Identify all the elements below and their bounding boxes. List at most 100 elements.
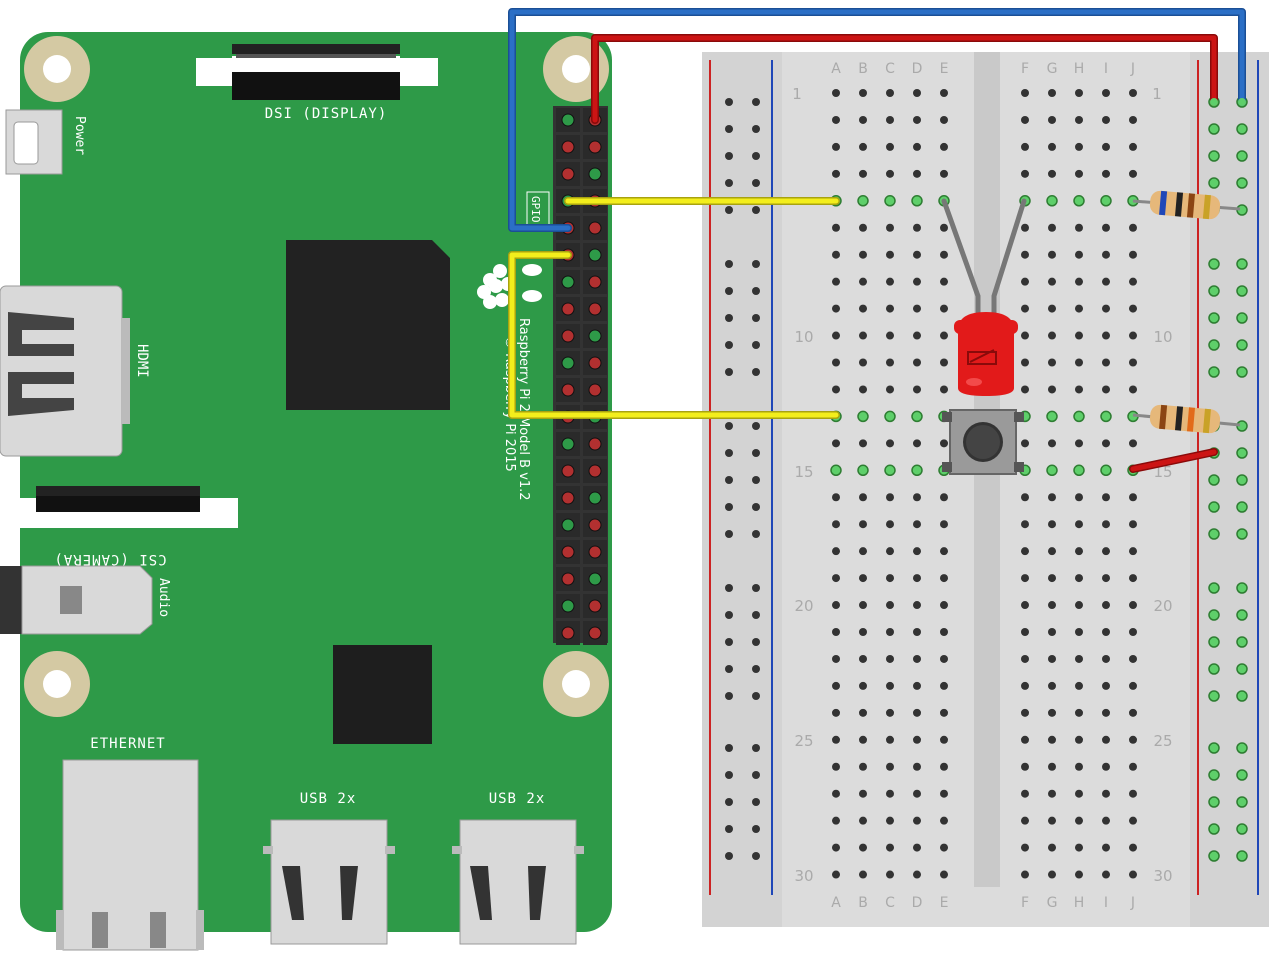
rail-hole-right bbox=[1208, 366, 1220, 378]
breadboard-hole bbox=[1075, 169, 1083, 178]
breadboard-hole bbox=[832, 816, 840, 825]
usb1-label: USB 2x bbox=[300, 791, 357, 807]
breadboard-hole bbox=[886, 358, 894, 367]
breadboard-hole bbox=[913, 735, 921, 744]
breadboard-hole bbox=[832, 520, 840, 529]
col-letter-c-bottom: C bbox=[885, 895, 895, 911]
rail-hole-left bbox=[725, 287, 733, 295]
breadboard-hole bbox=[1075, 708, 1083, 717]
breadboard-hole bbox=[886, 762, 894, 771]
rail-hole-left bbox=[752, 368, 760, 376]
breadboard-hole bbox=[859, 789, 867, 798]
rail-hole-left bbox=[725, 744, 733, 752]
breadboard-hole bbox=[1129, 789, 1137, 798]
breadboard-hole bbox=[1129, 681, 1137, 690]
breadboard-hole bbox=[859, 385, 867, 394]
breadboard-hole bbox=[913, 89, 921, 97]
row-number-1-left: 1 bbox=[792, 85, 802, 103]
breadboard-hole bbox=[832, 385, 840, 394]
breadboard-hole bbox=[1102, 547, 1110, 556]
gpio-pin bbox=[588, 356, 602, 370]
breadboard-hole bbox=[913, 304, 921, 313]
breadboard-hole bbox=[1075, 681, 1083, 690]
row-number-20-right: 20 bbox=[1153, 597, 1172, 615]
breadboard-hole bbox=[1129, 250, 1137, 259]
breadboard-hole bbox=[1102, 385, 1110, 394]
breadboard-hole bbox=[1102, 493, 1110, 502]
gpio-pin bbox=[561, 518, 575, 532]
col-letter-i-bottom: I bbox=[1104, 895, 1108, 911]
breadboard-hole bbox=[940, 89, 948, 97]
breadboard-hole bbox=[1075, 843, 1083, 852]
gpio-pin bbox=[588, 545, 602, 559]
breadboard-hole bbox=[1048, 628, 1056, 636]
breadboard-hole bbox=[940, 870, 948, 879]
breadboard-hole bbox=[832, 142, 840, 151]
breadboard-hole bbox=[1075, 574, 1083, 583]
rail-hole-left bbox=[725, 798, 733, 806]
breadboard-hole bbox=[940, 843, 948, 852]
gpio-pin bbox=[588, 383, 602, 397]
breadboard-hole bbox=[1129, 169, 1137, 178]
col-letter-j-bottom: J bbox=[1130, 895, 1135, 911]
breadboard-hole bbox=[886, 735, 894, 744]
breadboard-hole bbox=[886, 169, 894, 178]
breadboard-hole bbox=[1021, 142, 1029, 151]
row-number-15-left: 15 bbox=[794, 463, 813, 481]
breadboard-hole bbox=[832, 574, 840, 583]
breadboard-hole bbox=[886, 115, 894, 124]
breadboard-hole bbox=[911, 410, 923, 423]
breadboard-hole bbox=[913, 762, 921, 771]
breadboard-hole bbox=[1048, 385, 1056, 394]
breadboard-hole bbox=[940, 628, 948, 636]
breadboard-hole bbox=[1073, 410, 1085, 423]
rail-hole-left bbox=[725, 825, 733, 833]
breadboard-hole bbox=[940, 708, 948, 717]
breadboard-hole bbox=[1021, 304, 1029, 313]
rail-hole-right bbox=[1208, 769, 1220, 781]
breadboard-hole bbox=[940, 493, 948, 502]
rail-hole-right bbox=[1236, 690, 1248, 702]
breadboard-hole bbox=[832, 789, 840, 798]
rail-hole-left bbox=[752, 584, 760, 592]
breadboard-hole bbox=[1102, 304, 1110, 313]
col-letter-b-top: B bbox=[858, 61, 868, 77]
breadboard-hole bbox=[1129, 870, 1137, 879]
breadboard-hole bbox=[1129, 762, 1137, 771]
rail-hole-left bbox=[752, 422, 760, 430]
breadboard-hole bbox=[832, 331, 840, 340]
pi-pcb bbox=[20, 32, 612, 932]
breadboard-hole bbox=[940, 277, 948, 286]
gpio-pin bbox=[588, 437, 602, 451]
mount-holes bbox=[24, 36, 609, 717]
rail-hole-left bbox=[725, 665, 733, 673]
gpio-pin bbox=[561, 491, 575, 505]
breadboard-hole bbox=[1021, 520, 1029, 529]
breadboard-hole bbox=[913, 789, 921, 798]
breadboard-hole bbox=[913, 628, 921, 636]
rail-hole-left bbox=[725, 368, 733, 376]
rail-hole-left bbox=[752, 287, 760, 295]
breadboard-hole bbox=[1048, 169, 1056, 178]
col-letter-g-bottom: G bbox=[1047, 895, 1058, 911]
rail-hole-right bbox=[1236, 501, 1248, 513]
gpio-pin bbox=[561, 545, 575, 559]
breadboard-hole bbox=[1048, 870, 1056, 879]
rail-hole-left bbox=[752, 638, 760, 646]
rail-hole-left bbox=[752, 692, 760, 700]
rail-hole-right bbox=[1208, 150, 1220, 162]
breadboard-hole bbox=[913, 708, 921, 717]
rail-hole-left bbox=[725, 260, 733, 268]
rail-hole-left bbox=[725, 530, 733, 538]
column-letters: A B C D E F G H I J A B C D E F G H I J bbox=[831, 61, 1135, 911]
rail-hole-right bbox=[1208, 285, 1220, 297]
breadboard-hole bbox=[1048, 654, 1056, 663]
breadboard-hole bbox=[1129, 708, 1137, 717]
breadboard-hole bbox=[940, 681, 948, 690]
breadboard-hole bbox=[857, 410, 869, 423]
rail-hole-right bbox=[1208, 823, 1220, 835]
breadboard-hole bbox=[1021, 816, 1029, 825]
breadboard-hole bbox=[1075, 520, 1083, 529]
breadboard-hole bbox=[1129, 304, 1137, 313]
breadboard-hole bbox=[832, 304, 840, 313]
